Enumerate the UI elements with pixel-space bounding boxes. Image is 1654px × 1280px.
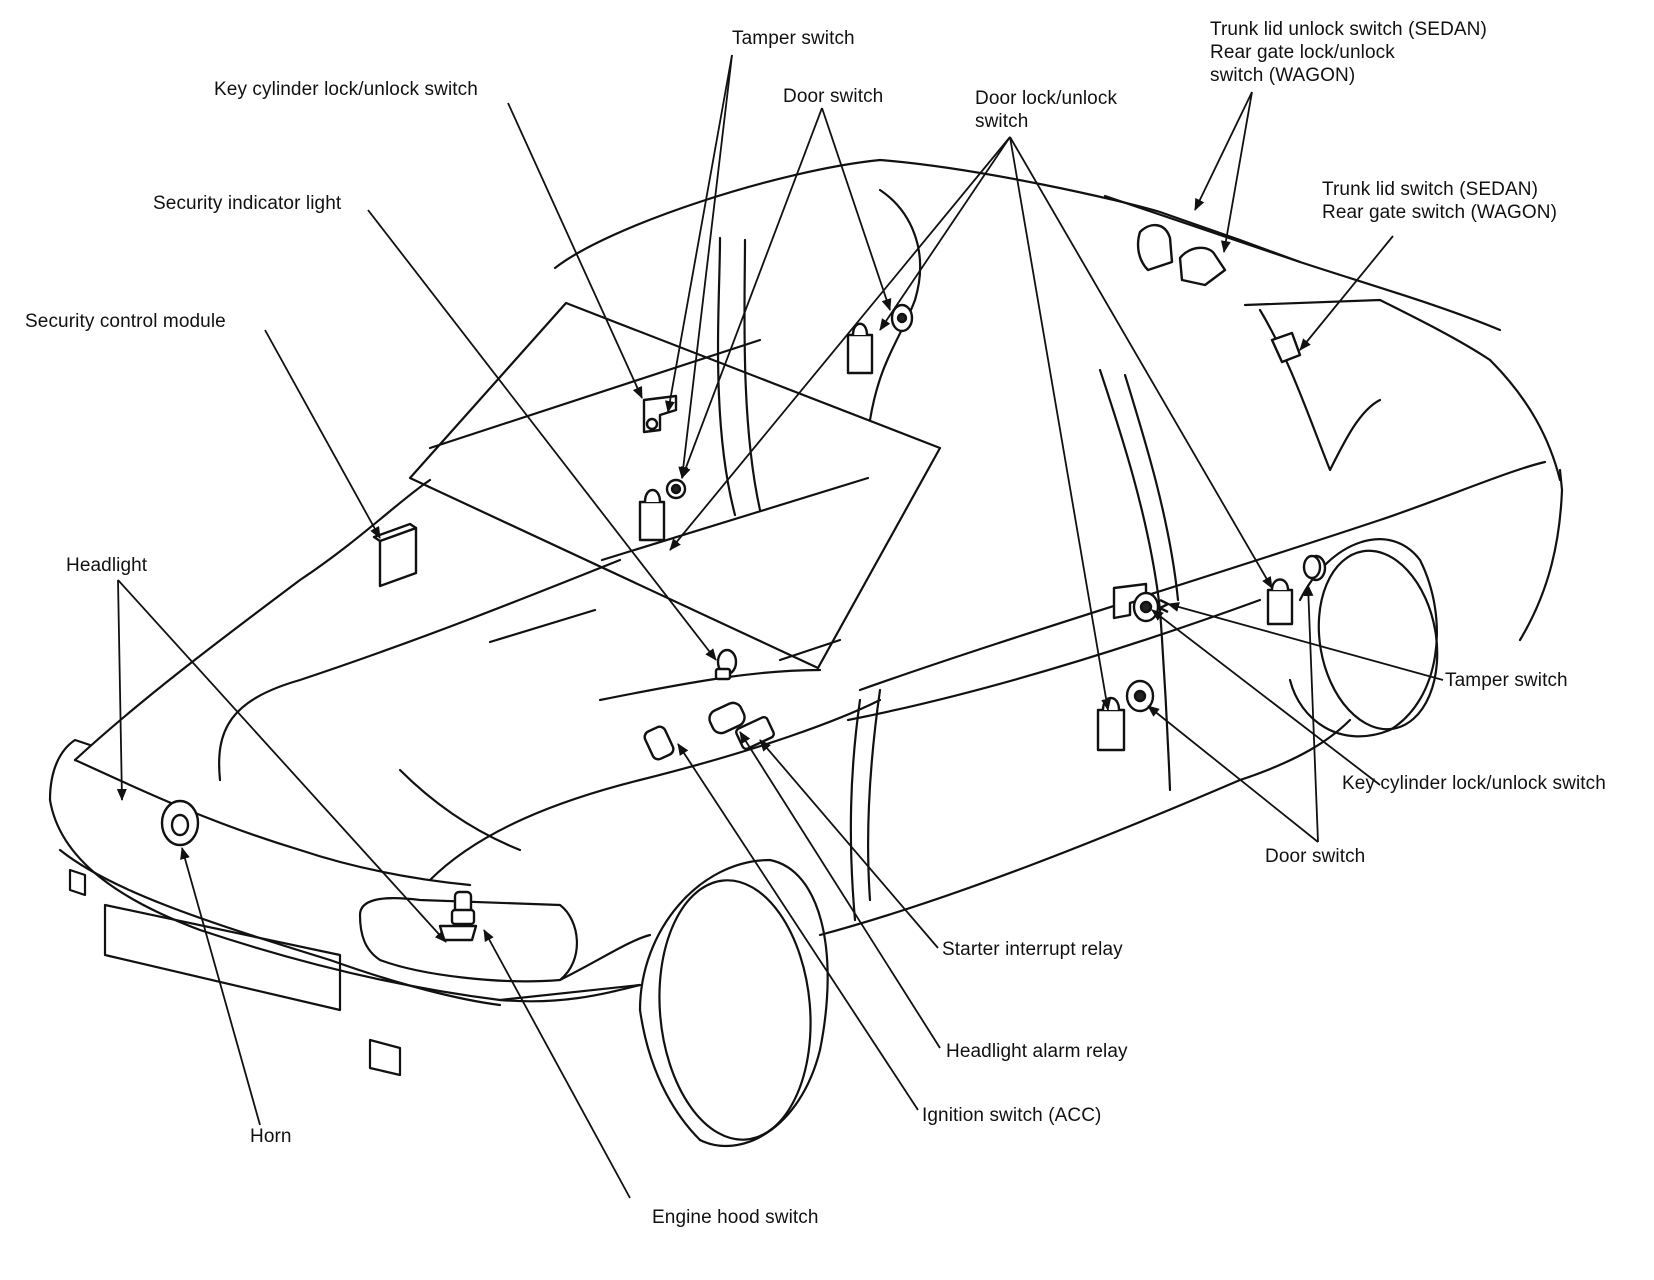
- label-security-control-module: Security control module: [25, 311, 226, 332]
- horn-icon: [160, 799, 200, 847]
- front-door-switch-icon: [846, 303, 914, 375]
- key-cylinder-switch-icon: [1112, 582, 1160, 623]
- trunk-lid-unlock-switch-icon: [1136, 224, 1227, 287]
- label-door-switch-bottom: Door switch: [1265, 846, 1366, 867]
- label-trunk-lid-switch: Trunk lid switch (SEDAN) Rear gate switc…: [1322, 179, 1558, 223]
- security-control-module-icon: [372, 522, 418, 588]
- label-door-lock-unlock-switch: Door lock/unlock switch: [975, 88, 1118, 132]
- rear-door-switch-icon: [1302, 554, 1322, 580]
- front-door-lock-unlock-switch-icon: [638, 478, 687, 542]
- label-horn: Horn: [250, 1126, 292, 1147]
- label-tamper-switch-right: Tamper switch: [1445, 670, 1568, 691]
- engine-hood-switch-icon: [438, 890, 478, 942]
- roof-rear-edge: [1103, 194, 1502, 332]
- trunk-lid-switch-icon: [1270, 331, 1302, 364]
- center-door-lock-unlock-switch-icon: [1096, 696, 1126, 752]
- label-engine-hood-switch: Engine hood switch: [652, 1207, 819, 1228]
- label-tamper-switch-top: Tamper switch: [732, 28, 855, 49]
- label-key-cylinder-lock-unlock-switch-top: Key cylinder lock/unlock switch: [214, 79, 478, 100]
- car-outline: [48, 158, 1564, 1148]
- label-trunk-lid-unlock-switch: Trunk lid unlock switch (SEDAN) Rear gat…: [1210, 19, 1487, 86]
- label-headlight-alarm-relay: Headlight alarm relay: [946, 1041, 1128, 1062]
- label-starter-interrupt-relay: Starter interrupt relay: [942, 939, 1123, 960]
- tamper-switch-icon: [1158, 598, 1170, 614]
- center-door-switch-icon: [1125, 679, 1155, 713]
- windshield: [408, 301, 942, 670]
- leader-lines: [116, 54, 1444, 1199]
- rear-wheel: [1288, 538, 1438, 738]
- security-indicator-light-icon: [714, 648, 738, 681]
- front-key-cylinder-switch-icon: [642, 394, 678, 434]
- headlight-alarm-relay-icon: [708, 701, 746, 735]
- front-wheel: [638, 858, 829, 1148]
- hood-edge: [73, 478, 432, 762]
- label-headlight: Headlight: [66, 555, 148, 576]
- label-ignition-switch-acc: Ignition switch (ACC): [922, 1105, 1102, 1126]
- label-security-indicator-light: Security indicator light: [153, 193, 342, 214]
- ignition-switch-icon: [643, 725, 675, 761]
- label-key-cylinder-lock-unlock-switch-right: Key cylinder lock/unlock switch: [1342, 773, 1606, 794]
- label-door-switch-top: Door switch: [783, 86, 884, 107]
